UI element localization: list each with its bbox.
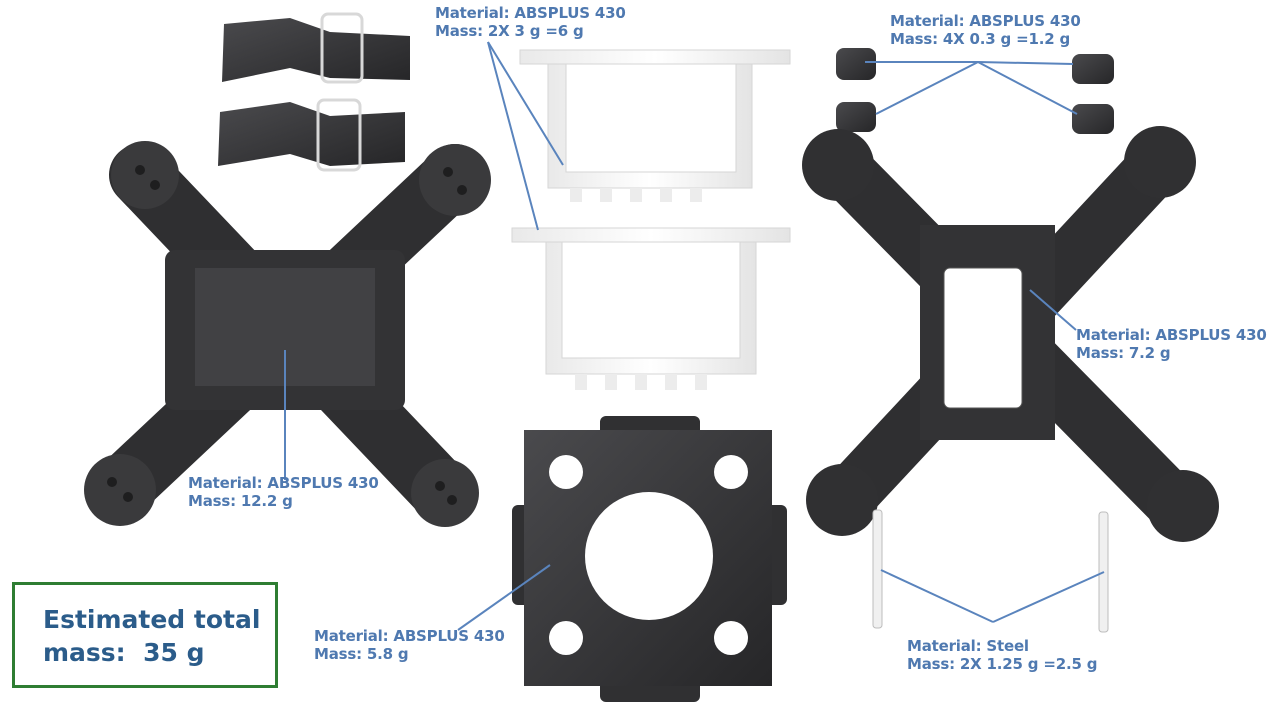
mass-text: Mass: 4X 0.3 g =1.2 g	[890, 30, 1071, 48]
mass-text: Mass: 2X 1.25 g =2.5 g	[907, 655, 1098, 673]
material-text: Material: Steel	[907, 637, 1029, 655]
frame-top-part	[802, 126, 1219, 542]
strap-top	[222, 12, 410, 84]
mass-text: Mass: 7.2 g	[1076, 344, 1171, 362]
label-plate: Material: ABSPLUS 430 Mass: 5.8 g	[314, 627, 505, 663]
strap-bottom	[218, 98, 405, 172]
bracket-upper	[519, 49, 791, 202]
label-brackets: Material: ABSPLUS 430 Mass: 2X 3 g =6 g	[435, 4, 626, 40]
material-text: Material: ABSPLUS 430	[188, 474, 379, 492]
total-mass-box: Estimated total mass: 35 g	[12, 582, 278, 688]
label-rods: Material: Steel Mass: 2X 1.25 g =2.5 g	[907, 637, 1097, 673]
label-frame-bottom: Material: ABSPLUS 430 Mass: 12.2 g	[188, 474, 379, 510]
rods-part	[872, 509, 1109, 633]
mass-text: Mass: 5.8 g	[314, 645, 409, 663]
leader-lines	[284, 41, 1105, 631]
label-spacers: Material: ABSPLUS 430 Mass: 4X 0.3 g =1.…	[890, 12, 1081, 48]
material-text: Material: ABSPLUS 430	[314, 627, 505, 645]
total-mass-text: Estimated total mass: 35 g	[43, 605, 261, 667]
plate-part	[512, 416, 787, 702]
bracket-lower	[511, 227, 791, 390]
material-text: Material: ABSPLUS 430	[890, 12, 1081, 30]
mass-text: Mass: 12.2 g	[188, 492, 293, 510]
frame-bottom-part	[84, 141, 491, 527]
spacers-part	[836, 48, 1114, 134]
material-text: Material: ABSPLUS 430	[1076, 326, 1267, 344]
material-text: Material: ABSPLUS 430	[435, 4, 626, 22]
label-frame-top: Material: ABSPLUS 430 Mass: 7.2 g	[1076, 326, 1267, 362]
mass-text: Mass: 2X 3 g =6 g	[435, 22, 584, 40]
